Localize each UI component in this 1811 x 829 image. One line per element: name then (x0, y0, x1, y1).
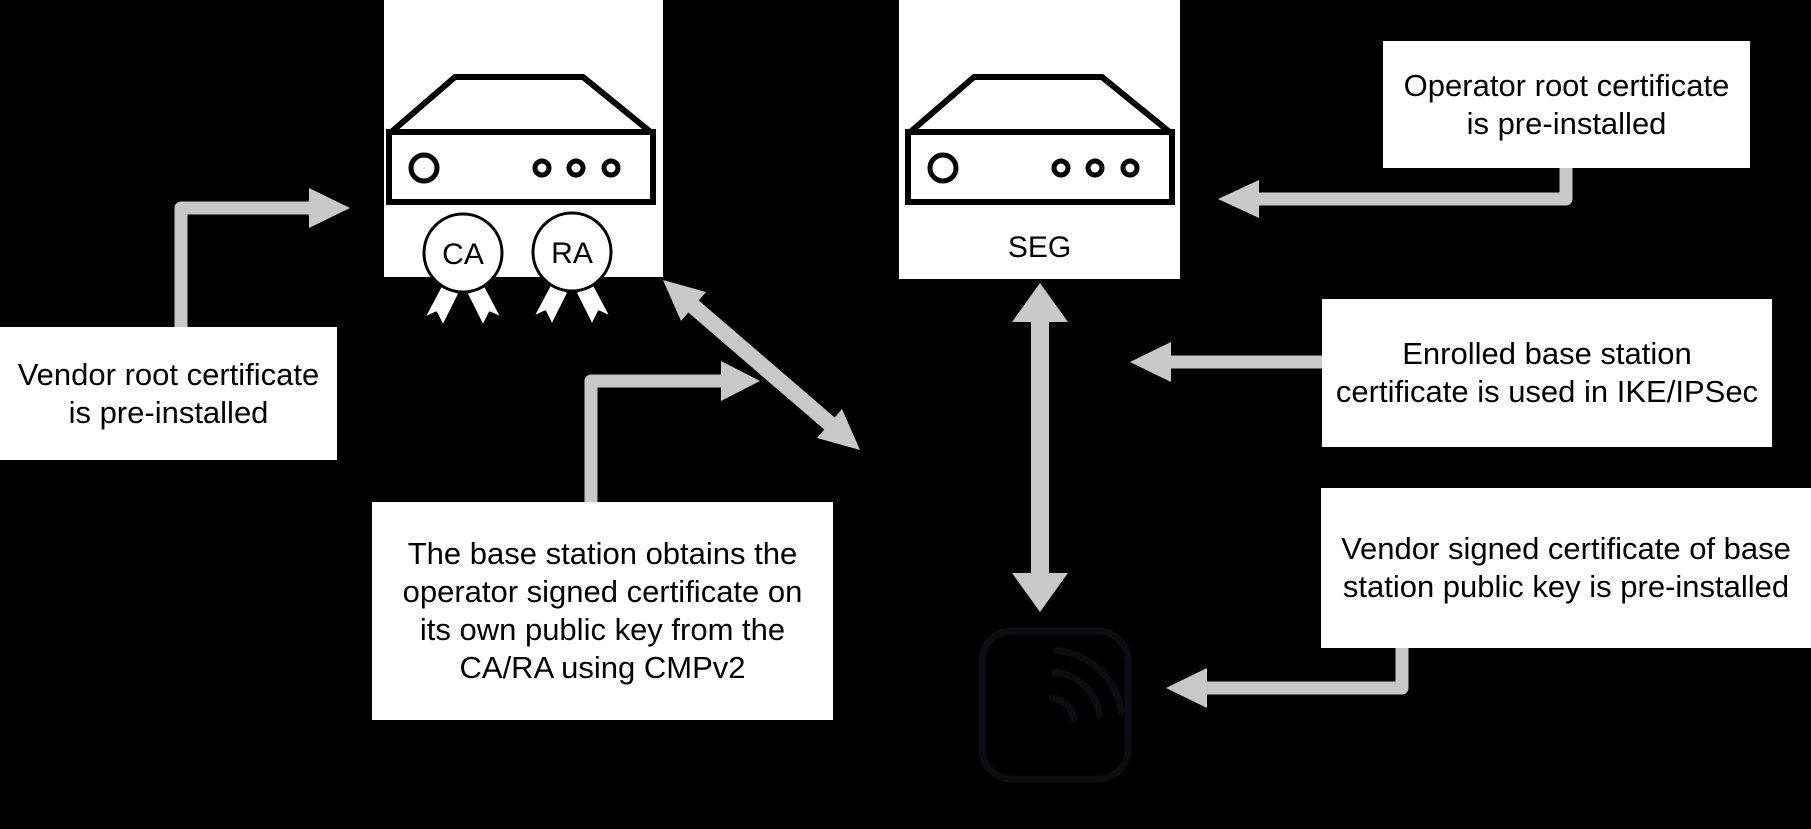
server-power-light (927, 152, 959, 184)
callout-cmpv2-enrollment: The base station obtains the operator si… (372, 502, 833, 720)
seg-label: SEG (1007, 231, 1072, 264)
callout-enrolled-certificate: Enrolled base station certificate is use… (1322, 299, 1772, 447)
base-station-icon (978, 627, 1132, 783)
callout-vendor-signed-certificate: Vendor signed certificate of base statio… (1321, 488, 1811, 648)
enrolled-to-seg-link-arrow (1130, 342, 1323, 382)
callout-line: operator signed certificate on (402, 574, 803, 609)
certificate-badge-icon: CA (421, 212, 505, 329)
callout-vendor-root-certificate: Vendor root certificate is pre-installed (0, 327, 337, 460)
server-power-light (408, 152, 440, 184)
callout-line: Vendor root certificate (17, 356, 320, 392)
arrowhead-left (1166, 668, 1207, 708)
callout-line: its own public key from the (419, 612, 786, 647)
ca-ra-base-station-link-arrow (663, 280, 860, 450)
server-icon (905, 74, 1175, 205)
arrowhead-right (721, 361, 760, 401)
arrowhead-down-right (817, 409, 860, 450)
cmpv2-to-link-arrow (584, 361, 760, 504)
arrowhead-left (1130, 342, 1171, 382)
arrowhead-up (1012, 283, 1068, 322)
arrowhead-left (1218, 180, 1259, 218)
arrowhead-up-left (663, 280, 706, 321)
arrowhead-down (1012, 573, 1068, 612)
certificate-badge-icon: RA (530, 211, 614, 328)
operator-root-to-seg-arrow (1218, 166, 1573, 218)
callout-line: is pre-installed (1466, 105, 1667, 141)
ra-badge-label: RA (551, 237, 593, 270)
arrowhead-right (309, 188, 350, 228)
server-icon (386, 74, 656, 205)
callout-line: Vendor signed certificate of base (1341, 531, 1791, 566)
callout-line: station public key is pre-installed (1342, 569, 1790, 604)
callout-line: Operator root certificate (1403, 67, 1730, 103)
callout-line: is pre-installed (68, 394, 269, 430)
ca-badge-label: CA (442, 238, 484, 271)
callout-line: Enrolled base station (1402, 336, 1692, 371)
callout-line: The base station obtains the (407, 536, 798, 571)
callout-line: certificate is used in IKE/IPSec (1335, 374, 1759, 409)
wireless-signal-icon (1048, 646, 1125, 723)
callout-line: CA/RA using CMPv2 (459, 650, 746, 685)
seg-base-station-link-arrow (1012, 283, 1068, 612)
vendor-signed-to-base-station-arrow (1166, 646, 1409, 708)
callout-operator-root-certificate: Operator root certificate is pre-install… (1383, 41, 1750, 168)
vendor-root-to-ca-ra-arrow (174, 188, 350, 330)
